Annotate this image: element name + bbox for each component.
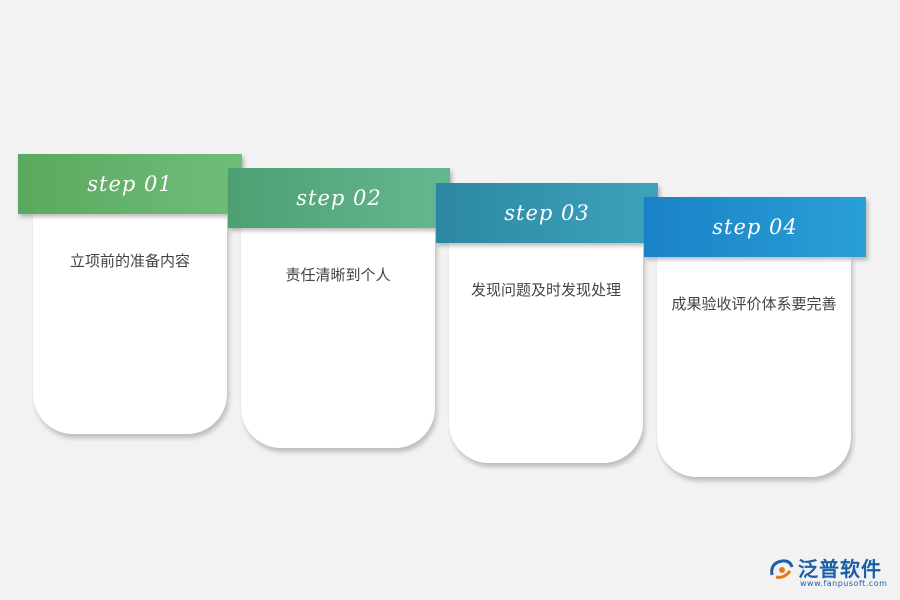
step-card-text: 发现问题及时发现处理 <box>470 281 621 299</box>
step-card-text: 立项前的准备内容 <box>69 252 190 270</box>
step-banner-3: step 03 <box>436 183 658 243</box>
step-card-3: 发现问题及时发现处理 <box>449 243 643 463</box>
step-label: step 04 <box>712 215 798 239</box>
step-banner-2: step 02 <box>228 168 450 228</box>
step-label: step 01 <box>87 172 173 196</box>
brand-logo: 泛普软件 www.fanpusoft.com <box>768 553 894 593</box>
step-banner-1: step 01 <box>18 154 242 214</box>
step-card-2: 责任清晰到个人 <box>241 228 435 448</box>
step-banner-4: step 04 <box>644 197 866 257</box>
step-label: step 03 <box>504 201 590 225</box>
brand-url: www.fanpusoft.com <box>800 579 888 588</box>
step-card-4: 成果验收评价体系要完善 <box>657 257 851 477</box>
step-card-text: 责任清晰到个人 <box>285 266 391 284</box>
step-card-text: 成果验收评价体系要完善 <box>671 295 837 313</box>
step-label: step 02 <box>296 186 382 210</box>
brand-name: 泛普软件 <box>798 557 882 581</box>
brand-logo-icon <box>770 559 794 579</box>
step-card-1: 立项前的准备内容 <box>33 214 227 434</box>
